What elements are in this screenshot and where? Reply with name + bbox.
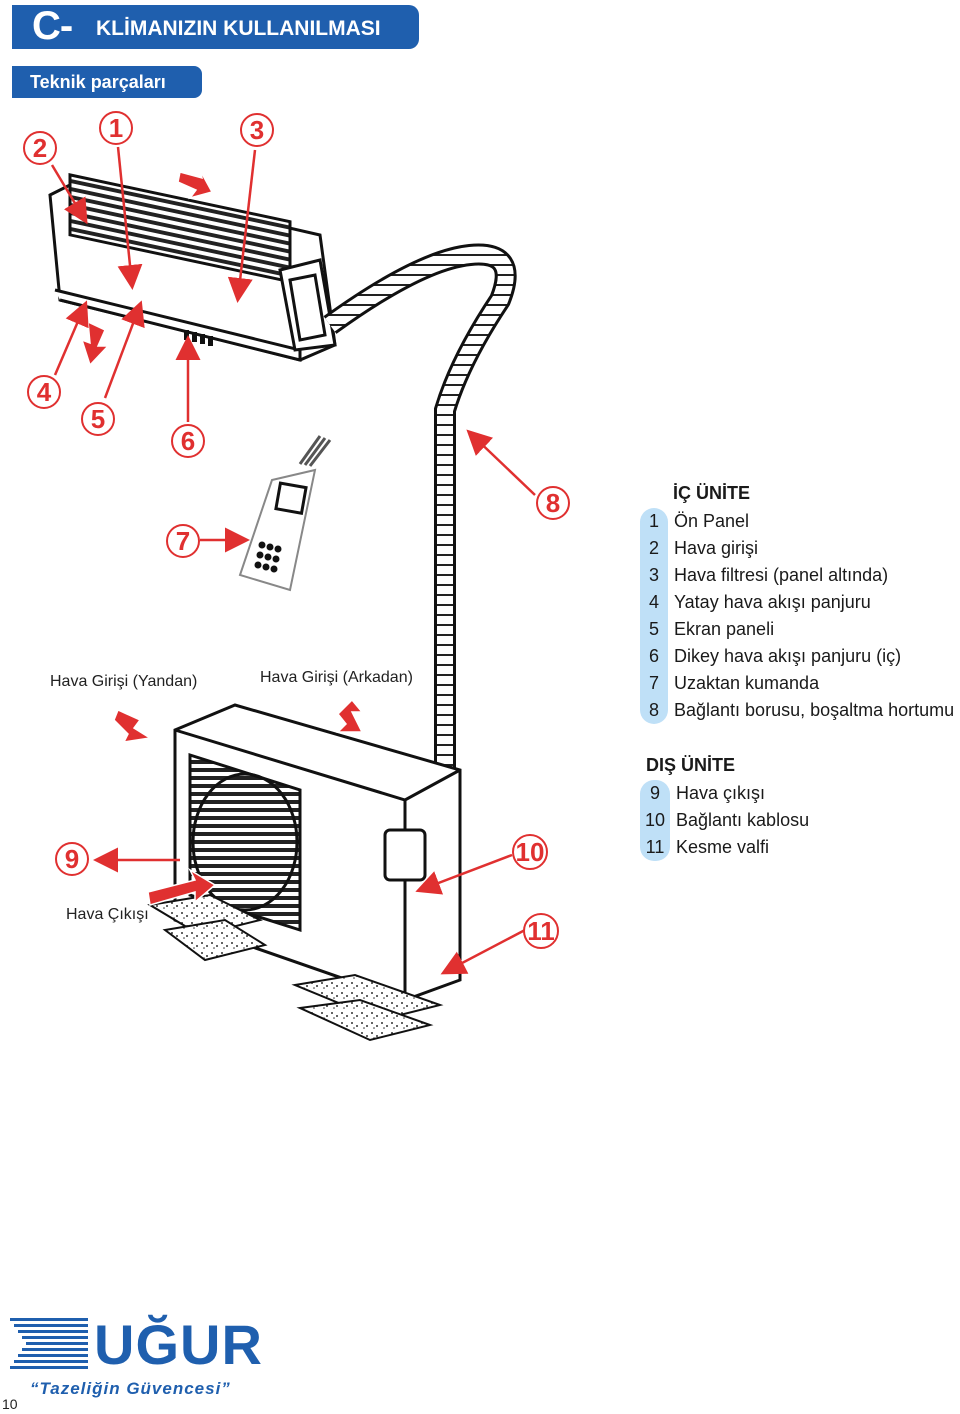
page-number: 10: [2, 1396, 18, 1412]
callout-3: 3: [240, 113, 274, 147]
callout-8: 8: [536, 486, 570, 520]
brand-logo: UĞUR: [10, 1313, 262, 1376]
brand-name: UĞUR: [94, 1313, 263, 1376]
callout-2: 2: [23, 131, 57, 165]
subsection-bar: Teknik parçaları: [12, 66, 202, 98]
air-conditioner-diagram: 1 2 3 4 5 6 7 8 9 10 11 Hava Girişi (Yan…: [23, 111, 570, 1042]
outdoor-unit: [173, 703, 462, 1002]
svg-text:3: 3: [250, 115, 264, 145]
legend-outdoor-title: DIŞ ÜNİTE: [646, 755, 736, 775]
svg-text:2: 2: [33, 133, 47, 163]
outdoor-unit-base: [147, 893, 444, 1042]
connecting-pipe: [323, 243, 517, 970]
callout-9: 9: [55, 842, 89, 876]
svg-text:11: 11: [527, 916, 555, 946]
label-air-intake-back: Hava Girişi (Arkadan): [260, 669, 413, 686]
section-title: KLİMANIZIN KULLANILMASI: [96, 17, 381, 40]
label-air-outlet: Hava Çıkışı: [66, 906, 149, 923]
svg-text:4: 4: [37, 377, 52, 407]
svg-text:9: 9: [65, 844, 79, 874]
legend-indoor-title: İÇ ÜNİTE: [673, 483, 751, 503]
callout-10: 10: [512, 834, 548, 870]
svg-text:6: 6: [181, 426, 195, 456]
svg-text:8: 8: [546, 488, 560, 518]
logo-stripes-icon: [10, 1318, 88, 1369]
callout-5: 5: [81, 402, 115, 436]
section-letter: C-: [32, 4, 73, 48]
section-header-bar: C- KLİMANIZIN KULLANILMASI: [12, 4, 419, 49]
air-flow-arrows: [80, 169, 364, 906]
svg-text:7: 7: [176, 526, 190, 556]
callout-6: 6: [171, 424, 205, 458]
callout-11: 11: [523, 913, 559, 949]
svg-text:1: 1: [109, 113, 123, 143]
subsection-title: Teknik parçaları: [30, 72, 166, 92]
callout-7: 7: [166, 524, 200, 558]
indoor-unit: [48, 173, 337, 362]
callout-lines: [50, 146, 536, 975]
svg-text:5: 5: [91, 404, 105, 434]
label-air-intake-side: Hava Girişi (Yandan): [50, 673, 197, 690]
brand-slogan: “Tazeliğin Güvencesi”: [30, 1379, 231, 1398]
remote-control: [238, 435, 332, 592]
svg-text:10: 10: [516, 837, 545, 867]
callout-1: 1: [99, 111, 133, 145]
callout-4: 4: [27, 375, 61, 409]
